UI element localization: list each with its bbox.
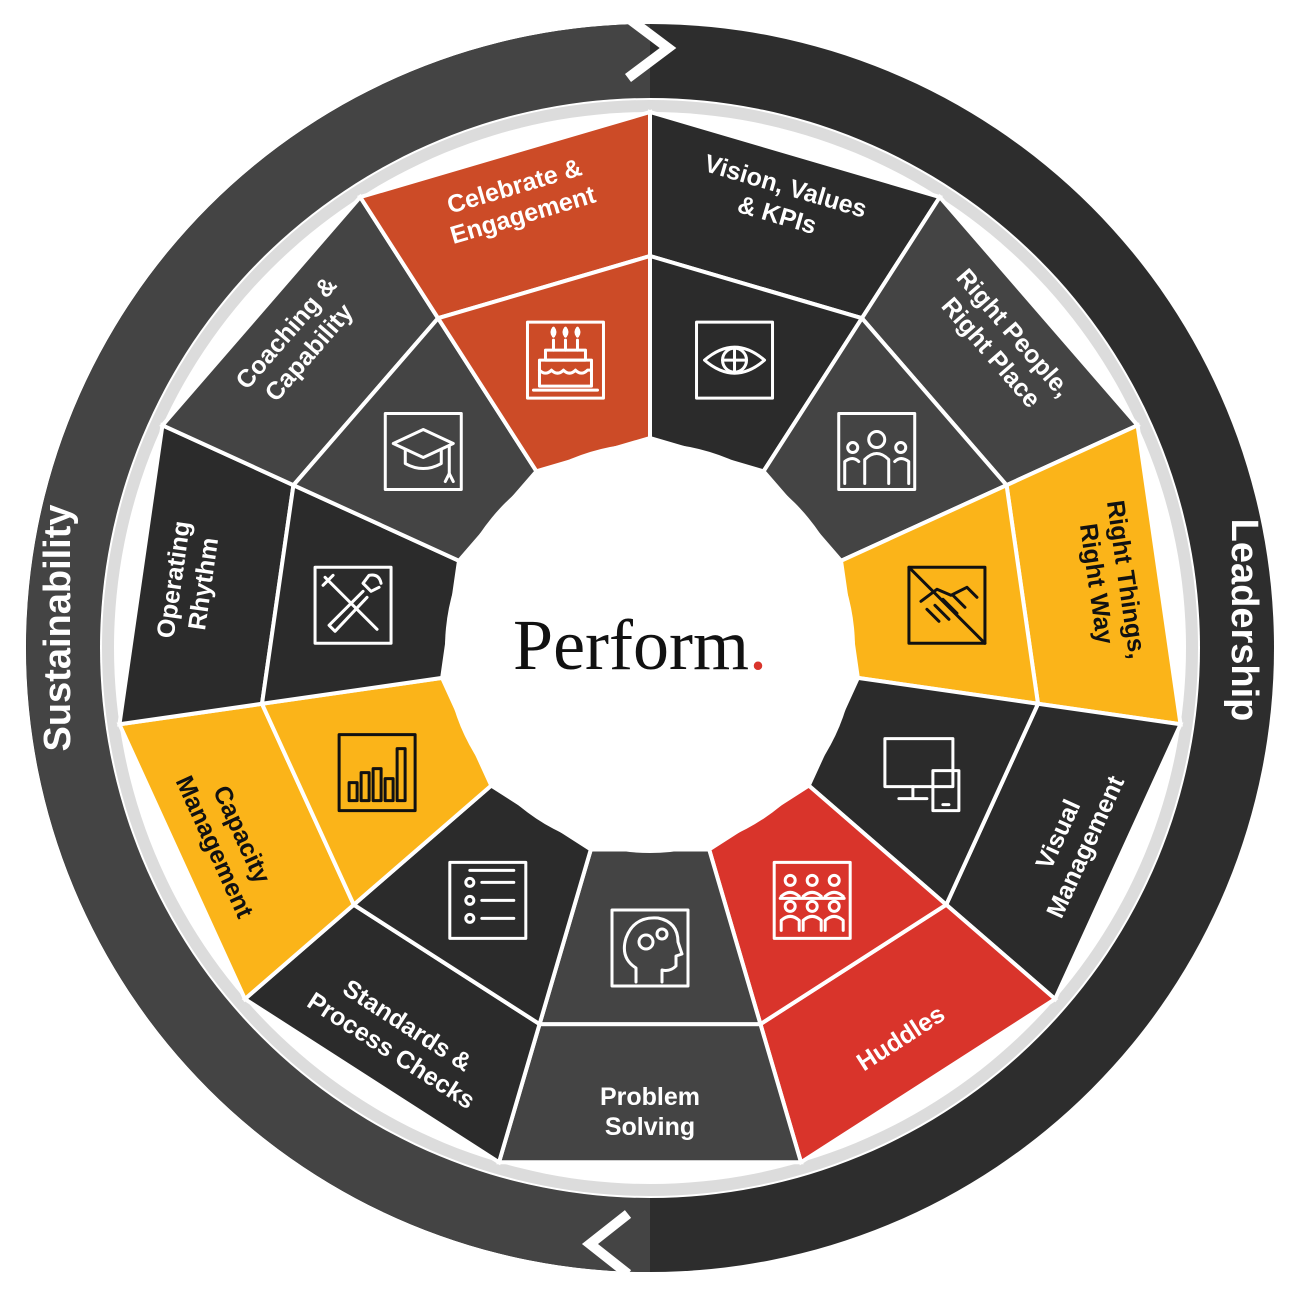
top-chevron-arrow-icon bbox=[625, 14, 677, 82]
segment-right-people-right-place[interactable]: Right People,Right Place bbox=[761, 193, 1141, 564]
tools-icon bbox=[313, 565, 393, 645]
perform-dot: . bbox=[749, 605, 767, 685]
segment-right-things-right-way[interactable]: Right Things,Right Way bbox=[838, 422, 1183, 727]
head-gears-icon bbox=[610, 908, 690, 988]
center-disc: Perform. bbox=[445, 443, 855, 853]
perform-word: Perform bbox=[513, 605, 749, 685]
group-meeting-icon bbox=[772, 860, 852, 940]
bottom-chevron-arrow-icon bbox=[581, 1210, 632, 1278]
perform-title: Perform. bbox=[513, 605, 767, 685]
bar-chart-icon bbox=[337, 733, 417, 813]
handshake-icon bbox=[907, 565, 987, 645]
outer-ring-left bbox=[26, 24, 651, 1272]
segment-celebrate-engagement[interactable]: Celebrate &Engagement bbox=[357, 109, 652, 474]
leadership-label: Leadership bbox=[1223, 519, 1265, 722]
segment-label-line: Problem bbox=[600, 1083, 700, 1111]
monitor-mobile-icon bbox=[883, 737, 961, 813]
eye-crosshair-icon bbox=[695, 320, 775, 400]
team-presentation-icon bbox=[837, 412, 917, 492]
sustainability-label: Sustainability bbox=[37, 504, 79, 751]
graduation-cap-icon bbox=[383, 412, 463, 492]
segment-label-line: Solving bbox=[605, 1113, 695, 1141]
birthday-cake-icon bbox=[525, 320, 605, 400]
center-circle bbox=[445, 443, 855, 853]
segment-inner-band bbox=[434, 253, 652, 474]
segment-huddles[interactable]: Huddles bbox=[706, 783, 1059, 1166]
checklist-icon bbox=[448, 860, 528, 940]
